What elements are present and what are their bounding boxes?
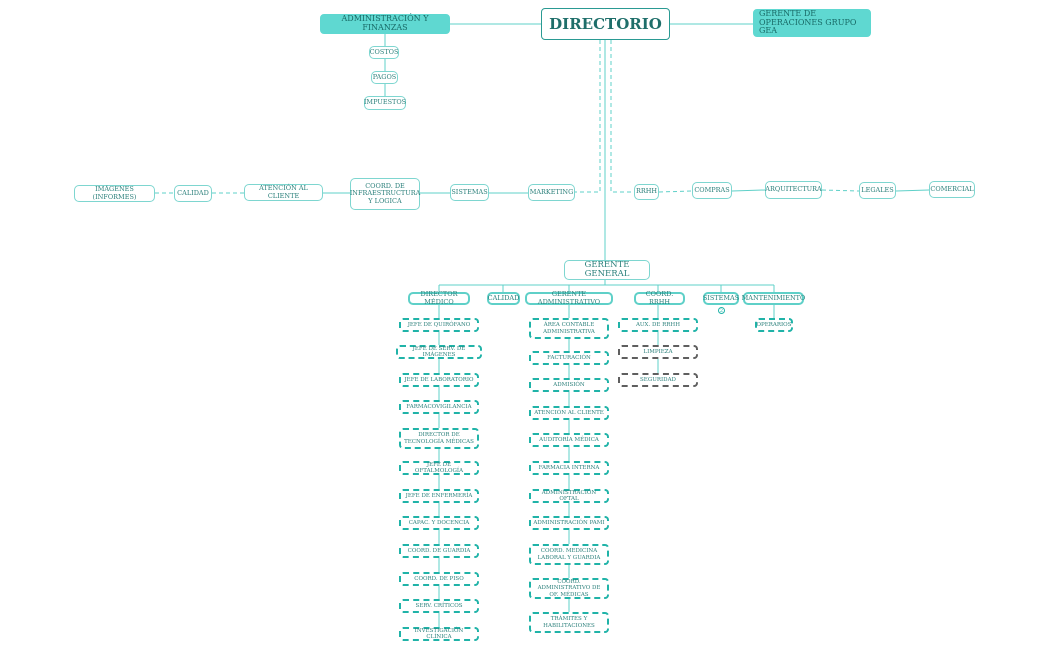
calidad-node[interactable]: CALIDAD (174, 185, 212, 202)
dm-child-node[interactable]: JEFE DE SERV. DE IMÁGENES (396, 345, 482, 359)
atencion-cliente-node[interactable]: ATENCIÓN AL CLIENTE (244, 184, 323, 201)
ga-child-node[interactable]: ATENCIÓN AL CLIENTE (529, 406, 609, 420)
dm-child-node[interactable]: INVESTIGACIÓN CLÍNICA (399, 627, 479, 641)
costos-node[interactable]: COSTOS (369, 46, 399, 59)
seguridad-node[interactable]: SEGURIDAD (618, 373, 698, 387)
comercial-node[interactable]: COMERCIAL (929, 181, 975, 198)
director-medico-node[interactable]: DIRECTOR MÉDICO (408, 291, 470, 305)
compras-node[interactable]: COMPRAS (692, 182, 732, 199)
sistemas-node[interactable]: SISTEMAS (450, 184, 489, 201)
coord-infraestructura-node[interactable]: COORD. DE INFRAESTRUCTURA Y LOGICA (350, 178, 420, 210)
rrhh-node[interactable]: RRHH (634, 184, 659, 200)
ga-child-node[interactable]: COORD. MEDICINA LABORAL Y GUARDIA (529, 544, 609, 565)
arquitectura-node[interactable]: ARQUITECTURA (765, 181, 822, 199)
directorio-node[interactable]: DIRECTORIO (541, 8, 670, 40)
legales-node[interactable]: LEGALES (859, 182, 896, 199)
ga-child-node[interactable]: TRÁMITES Y HABILITACIONES (529, 612, 609, 633)
pagos-node[interactable]: PAGOS (371, 71, 398, 84)
dm-child-node[interactable]: JEFE DE QUIRÓFANO (399, 318, 479, 332)
dm-child-node[interactable]: COORD. DE GUARDIA (399, 544, 479, 558)
gerente-administrativo-node[interactable]: GERENTE ADMINISTRATIVO (525, 291, 613, 305)
dm-child-node[interactable]: JEFE DE ENFERMERÍA (399, 489, 479, 503)
aux-rrhh-node[interactable]: AUX. DE RRHH (618, 318, 698, 332)
dm-child-node[interactable]: JEFE DE LABORATORIO (399, 373, 479, 387)
gerente-operaciones-node[interactable]: GERENTE DE OPERACIONES GRUPO GEA (753, 9, 871, 37)
ga-child-node[interactable]: ÁREA CONTABLE ADMINISTRATIVA (529, 318, 609, 339)
ga-child-node[interactable]: ADMINISTRACIÓN OFTAL (529, 489, 609, 503)
dm-child-node[interactable]: CAPAC. Y DOCENCIA (399, 516, 479, 530)
operarios-node[interactable]: OPERARIOS (755, 318, 793, 332)
ga-child-node[interactable]: FACTURACIÓN (529, 351, 609, 365)
gerente-general-node[interactable]: GERENTE GENERAL (564, 260, 650, 280)
dm-child-node[interactable]: COORD. DE PISO (399, 572, 479, 586)
limpieza-node[interactable]: LIMPIEZA (618, 345, 698, 359)
ga-child-node[interactable]: ADMINISTRACIÓN PAMI (529, 516, 609, 530)
dm-child-node[interactable]: JEFE DE OFTALMOLOGÍA (399, 461, 479, 475)
dm-child-node[interactable]: SERV. CRÍTICOS (399, 599, 479, 613)
mantenimiento-node[interactable]: MANTENIMIENTO (742, 292, 805, 305)
calidad-dept-node[interactable]: CALIDAD (487, 292, 520, 305)
sistemas-dept-node[interactable]: SISTEMAS (703, 292, 739, 305)
sistemas-badge: 2 (718, 307, 725, 314)
dm-child-node[interactable]: DIRECTOR DE TECNOLOGÍA MÉDICAS (399, 428, 479, 449)
dm-child-node[interactable]: FARMACOVIGILANCIA (399, 400, 479, 414)
coord-rrhh-node[interactable]: COORD. RRHH (634, 291, 685, 305)
impuestos-node[interactable]: IMPUESTOS (364, 96, 406, 110)
imagenes-informes-node[interactable]: IMÁGENES (INFORMES) (74, 185, 155, 202)
ga-child-node[interactable]: COORD. ADMINISTRATIVO DE OF. MÉDICAS (529, 578, 609, 599)
marketing-node[interactable]: MARKETING (528, 184, 575, 201)
admin-finanzas-node[interactable]: ADMINISTRACIÓN Y FINANZAS (320, 14, 450, 34)
ga-child-node[interactable]: ADMISIÓN (529, 378, 609, 392)
ga-child-node[interactable]: FARMACIA INTERNA (529, 461, 609, 475)
ga-child-node[interactable]: AUDITORÍA MÉDICA (529, 433, 609, 447)
